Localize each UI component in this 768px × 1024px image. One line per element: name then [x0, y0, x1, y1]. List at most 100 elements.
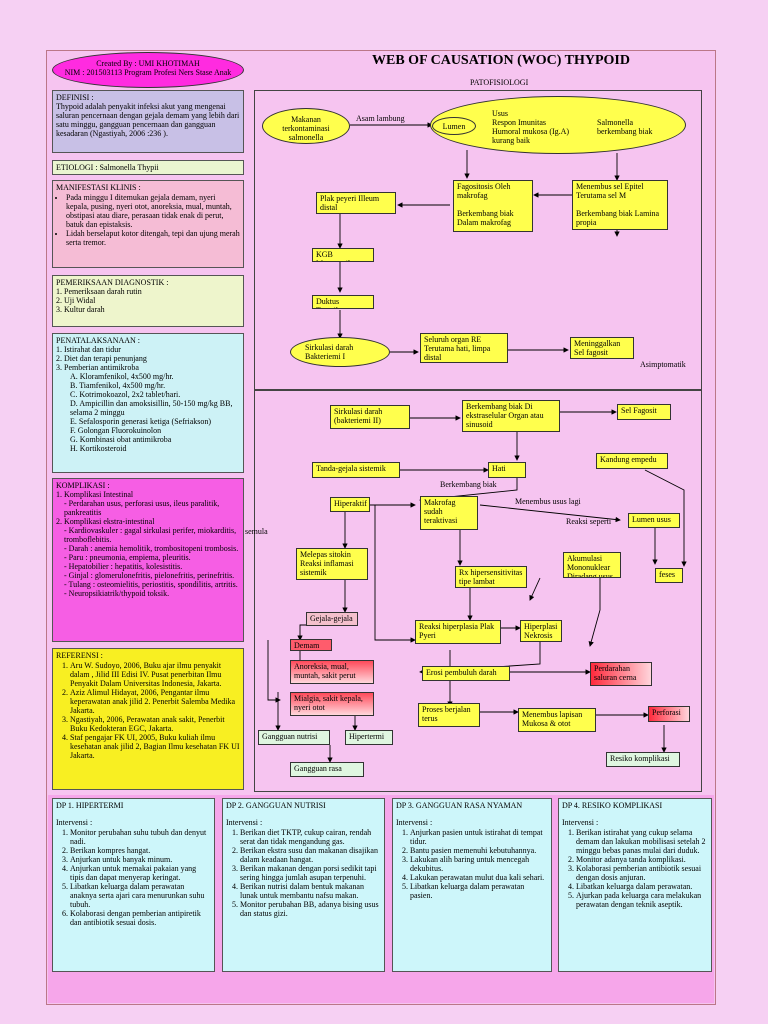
list-item: Lakukan alih baring untuk mencegah dekub…	[410, 855, 548, 873]
list-item: Libatkan keluarga dalam perawatan.	[576, 882, 708, 891]
dp4-title: DP 4. RESIKO KOMPLIKASI	[562, 801, 663, 810]
reaksi-seperti-label: Reaksi seperti	[566, 517, 612, 526]
list-item: - Ginjal : glomerulonefritis, pielonefri…	[64, 571, 235, 580]
rx-hipersensitivitas-node: Rx hipersensitivitas tipe lambat	[455, 566, 527, 588]
definisi-text: Thypoid adalah penyakit infeksi akut yan…	[56, 102, 240, 138]
list-item: - Perdarahan usus, perforasi usus, ileus…	[64, 499, 220, 517]
menembus-usus-lagi-label: Menembus usus lagi	[515, 497, 581, 506]
salmonella-berkembang-label: Salmonella berkembang biak	[597, 118, 653, 136]
list-item: - Kardiovaskuler : gagal sirkulasi perif…	[64, 526, 237, 544]
list-item: 1. Pemeriksaan darah rutin	[56, 287, 142, 296]
list-item: Anjurkan untuk banyak minum.	[70, 855, 211, 864]
reaksi-hiperplasia-node: Reaksi hiperplasia Plak Pyeri	[415, 620, 501, 644]
tanda-gejala-node: Tanda-gejala sistemik	[312, 462, 400, 478]
list-item: Berikan makanan dengan porsi sedikit tap…	[240, 864, 381, 882]
list-item: - Hepatobilier : hepatitis, kolesistitis…	[64, 562, 183, 571]
referensi-list: Aru W. Sudoyo, 2006, Buku ajar ilmu peny…	[56, 661, 240, 760]
gejala-gejala-node: Gejala-gejala	[306, 612, 358, 626]
list-item: Bantu pasien memenuhi kebutuhannya.	[410, 846, 548, 855]
gangguan-rasa-text: Gangguan rasa nyaman	[294, 764, 342, 776]
list-item: Libatkan keluarga dalam perawatan pasien…	[410, 882, 548, 900]
hati-node: Hati	[488, 462, 526, 478]
feses-node: feses	[655, 568, 683, 583]
menembus-sel-text: Menembus sel Epitel Terutama sel M	[576, 182, 644, 200]
penatalaksanaan-title: PENATALAKSANAAN :	[56, 336, 141, 345]
hiperplasi-nekrosis-node: Hiperplasi Nekrosis	[520, 620, 562, 642]
definisi-box: DEFINISI : Thypoid adalah penyakit infek…	[52, 90, 244, 153]
perdarahan-text: Perdarahan saluran cerna	[594, 664, 637, 682]
dp4-box: DP 4. RESIKO KOMPLIKASI Intervensi : Ber…	[558, 798, 712, 972]
dp4-list: Berikan istirahat yang cukup selama dema…	[562, 828, 708, 909]
berkembang-lamina-text: Berkembang biak Lamina propia	[576, 209, 660, 227]
plak-peyeri-node: Plak peyeri Illeum distal	[316, 192, 396, 214]
definisi-title: DEFINISI :	[56, 93, 94, 102]
manifestasi-list: Pada minggu I ditemukan gejala demam, ny…	[56, 193, 240, 247]
menembus-sel-node: Menembus sel Epitel Terutama sel M Berke…	[572, 180, 668, 230]
etiologi-text: ETIOLOGI : Salmonella Thypii	[56, 163, 159, 172]
patofisiologi-panel-top	[254, 90, 702, 390]
fagositosis-node: Fagositosis Oleh makrofag Berkembang bia…	[453, 180, 533, 232]
usus-label: Usus	[492, 109, 509, 118]
dp1-intervensi: Intervensi :	[56, 818, 93, 827]
dp3-title: DP 3. GANGGUAN RASA NYAMAN	[396, 801, 523, 810]
duktus-node: Duktus Torasikus	[312, 295, 374, 309]
sirkulasi1-text: Sirkulasi darah Bakteriemi I	[305, 343, 354, 361]
menembus-lapisan-node: Menembus lapisan Mukosa & otot	[518, 708, 596, 732]
list-item: - Neuropsikiatrik/thypoid toksik.	[64, 589, 170, 598]
list-item: Berikan nutrisi dalam bentuk makanan lun…	[240, 882, 381, 900]
kandung-empedu-node: Kandung empedu	[596, 453, 668, 469]
etiologi-box: ETIOLOGI : Salmonella Thypii	[52, 160, 244, 175]
kgb-node: KGB Mesenterika	[312, 248, 374, 262]
semula-label: semula	[245, 527, 268, 536]
list-item: E. Sefalosporin generasi ketiga (Sefriak…	[70, 417, 212, 426]
list-item: C. Kotrimokoazol, 2x2 tablet/hari.	[70, 390, 181, 399]
dp4-intervensi: Intervensi :	[562, 818, 599, 827]
resiko-komplikasi-text: Resiko komplikasi	[610, 754, 670, 763]
list-item: D. Ampicillin dan amoksisillin, 50-150 m…	[70, 399, 233, 417]
akumulasi-text: Akumulasi Mononuklear Diradang usus	[567, 554, 613, 578]
rx-hipersensitivitas-text: Rx hipersensitivitas tipe lambat	[459, 568, 523, 586]
fagositosis-text: Fagositosis Oleh makrofag	[457, 182, 511, 200]
menembus-lapisan-text: Menembus lapisan Mukosa & otot	[522, 710, 583, 728]
list-item: F. Golongan Fluorokuinolon	[70, 426, 162, 435]
gejala-gejala-text: Gejala-gejala	[310, 614, 353, 623]
sirkulasi1-node: Sirkulasi darah Bakteriemi I	[290, 337, 390, 367]
kgb-text: KGB Mesenterika	[316, 250, 356, 261]
anoreksia-text: Anoreksia, mual, muntah, sakit perut	[294, 662, 356, 680]
hati-text: Hati	[492, 464, 506, 473]
dp1-list: Monitor perubahan suhu tubuh dan denyut …	[56, 828, 211, 927]
credit-line2: NIM : 201503113 Program Profesi Ners Sta…	[64, 68, 232, 77]
lumen-usus-node: Lumen usus	[628, 513, 680, 528]
melepas-sitokin-text: Melepas sitokin Reaksi inflamasi sistemi…	[300, 550, 354, 577]
pemeriksaan-box: PEMERIKSAAN DIAGNOSTIK : 1. Pemeriksaan …	[52, 275, 244, 327]
gangguan-nutrisi-node: Gangguan nutrisi	[258, 730, 330, 745]
perforasi-node: Perforasi	[648, 706, 690, 722]
pemeriksaan-title: PEMERIKSAAN DIAGNOSTIK :	[56, 278, 169, 287]
credit-ellipse: Created By : UMI KHOTIMAH NIM : 20150311…	[52, 52, 244, 88]
proses-berjalan-text: Proses berjalan terus	[422, 705, 471, 723]
dp2-title: DP 2. GANGGUAN NUTRISI	[226, 801, 326, 810]
list-item: - Tulang : osteomielitis, periostitis, s…	[64, 580, 238, 589]
akumulasi-node: Akumulasi Mononuklear Diradang usus	[563, 552, 621, 578]
resiko-komplikasi-node: Resiko komplikasi	[606, 752, 680, 767]
dp3-intervensi: Intervensi :	[396, 818, 433, 827]
dp2-box: DP 2. GANGGUAN NUTRISI Intervensi : Beri…	[222, 798, 385, 972]
proses-berjalan-node: Proses berjalan terus	[418, 703, 480, 727]
list-item: 2. Uji Widal	[56, 296, 96, 305]
list-item: B. Tiamfenikol, 4x500 mg/hr.	[70, 381, 166, 390]
berkembang-ekstra-node: Berkembang biak Di ekstraselular Organ a…	[462, 400, 560, 432]
list-item: Monitor adanya tanda komplikasi.	[576, 855, 708, 864]
respon-imun-label: Respon Imunitas Humoral mukosa (Ig.A) ku…	[492, 118, 570, 145]
list-item: Kolaborasi pemberian antibiotik sesuai d…	[576, 864, 708, 882]
page-title: WEB OF CAUSATION (WOC) THYPOID	[372, 53, 630, 68]
perdarahan-node: Perdarahan saluran cerna	[590, 662, 652, 686]
dp2-list: Berikan diet TKTP, cukup cairan, rendah …	[226, 828, 381, 918]
makanan-text: Makanan terkontaminasi salmonella	[282, 115, 330, 142]
komplikasi-title: KOMPLIKASI :	[56, 481, 110, 490]
lumen-node: Lumen	[432, 117, 476, 135]
list-item: - Paru : pneumonia, empiema, pleuritis.	[64, 553, 191, 562]
list-item: Lidah berselaput kotor ditengah, tepi da…	[66, 229, 240, 247]
sel-fagosit-text: Sel Fagosit	[621, 406, 657, 415]
melepas-sitokin-node: Melepas sitokin Reaksi inflamasi sistemi…	[296, 548, 368, 580]
